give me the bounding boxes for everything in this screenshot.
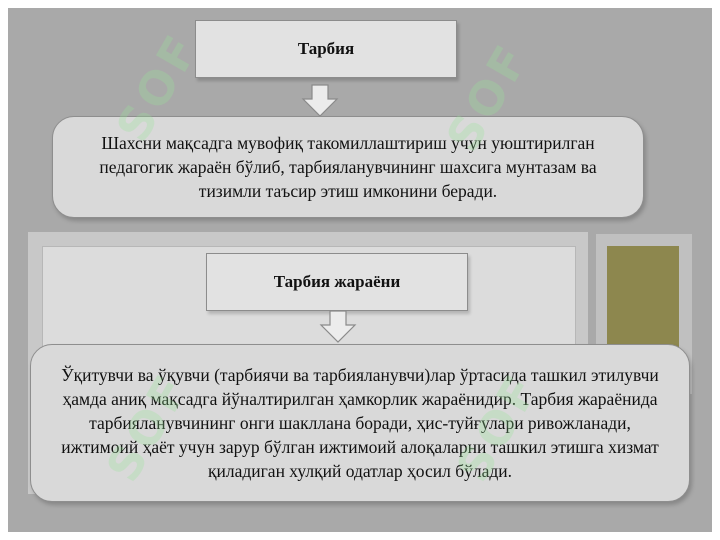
definition-tarbiya-text: Шахсни мақсадга мувофиқ такомиллаштириш … — [99, 133, 597, 201]
title-box-tarbiya: Тарбия — [195, 20, 457, 78]
down-arrow-icon — [319, 310, 357, 343]
title-tarbiya-jarayoni-label: Тарбия жараёни — [273, 272, 401, 291]
title-box-tarbiya-jarayoni: Тарбия жараёни — [206, 253, 468, 311]
down-arrow-icon — [301, 84, 339, 117]
definition-tarbiya-jarayoni-text: Ўқитувчи ва ўқувчи (тарбиячи ва тарбияла… — [61, 365, 659, 481]
title-tarbiya-label: Тарбия — [297, 39, 355, 58]
definition-box-tarbiya: Шахсни мақсадга мувофиқ такомиллаштириш … — [52, 116, 644, 218]
definition-box-tarbiya-jarayoni: Ўқитувчи ва ўқувчи (тарбиячи ва тарбияла… — [30, 344, 690, 502]
